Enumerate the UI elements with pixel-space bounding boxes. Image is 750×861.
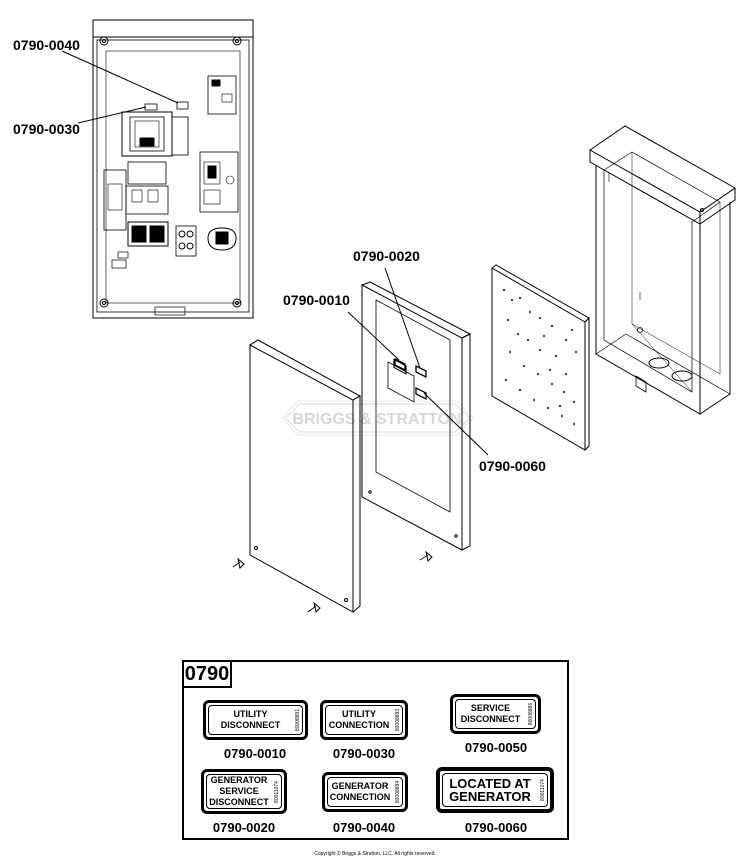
- callout-0790-0010: 0790-0010: [283, 292, 350, 308]
- decal-caption: 0790-0010: [223, 746, 287, 761]
- decal-serial: 80008894: [395, 780, 401, 804]
- dead-front-frame: [361, 281, 472, 562]
- callout-0790-0020: 0790-0020: [353, 248, 420, 264]
- decal-utility-connection: UTILITY CONNECTION 80008893: [320, 700, 408, 740]
- decal-generator-connection: GENERATOR CONNECTION 80008894: [322, 772, 408, 812]
- decal-text: LOCATED AT GENERATOR: [449, 776, 531, 804]
- callout-0790-0030: 0790-0030: [13, 121, 80, 137]
- watermark-text: BRIGGS & STRATTON: [292, 411, 461, 428]
- decal-text: SERVICE DISCONNECT: [460, 703, 521, 724]
- decal-service-disconnect: SERVICE DISCONNECT 80008886: [450, 694, 541, 734]
- legend-title: 0790: [184, 662, 232, 688]
- copyright-notice: Copyright © Briggs & Stratton, LLC. All …: [314, 851, 436, 857]
- decal-serial: 80008886: [528, 702, 534, 726]
- decal-serial: 80008893: [395, 708, 401, 732]
- decal-text: GENERATOR SERVICE DISCONNECT: [209, 775, 269, 807]
- decal-text: UTILITY DISCONNECT: [220, 709, 281, 730]
- decal-serial: 80011074: [540, 779, 546, 801]
- callout-0790-0060: 0790-0060: [479, 458, 546, 474]
- decal-serial: 80011074: [274, 780, 280, 803]
- decal-caption: 0790-0030: [332, 746, 396, 761]
- callout-0790-0040: 0790-0040: [13, 37, 80, 53]
- decal-caption: 0790-0060: [464, 820, 528, 835]
- decal-caption: 0790-0040: [332, 820, 396, 835]
- decal-generator-service-disconnect: GENERATOR SERVICE DISCONNECT 80011074: [201, 769, 287, 814]
- decal-caption: 0790-0020: [212, 820, 276, 835]
- enclosure-door: [232, 339, 362, 613]
- transfer-switch-interior: [92, 19, 254, 319]
- decal-caption: 0790-0050: [464, 740, 528, 755]
- decal-text: UTILITY CONNECTION: [328, 709, 390, 730]
- decal-legend-box: 0790 UTILITY DISCONNECT 80008891 0790-00…: [182, 660, 569, 840]
- back-mounting-plate: [491, 264, 590, 451]
- enclosure-box: [589, 125, 736, 415]
- decal-located-at-generator: LOCATED AT GENERATOR 80011074: [436, 767, 554, 813]
- decal-utility-disconnect: UTILITY DISCONNECT 80008891: [203, 700, 308, 740]
- decal-text: GENERATOR CONNECTION: [329, 781, 391, 802]
- decal-serial: 80008891: [295, 708, 301, 732]
